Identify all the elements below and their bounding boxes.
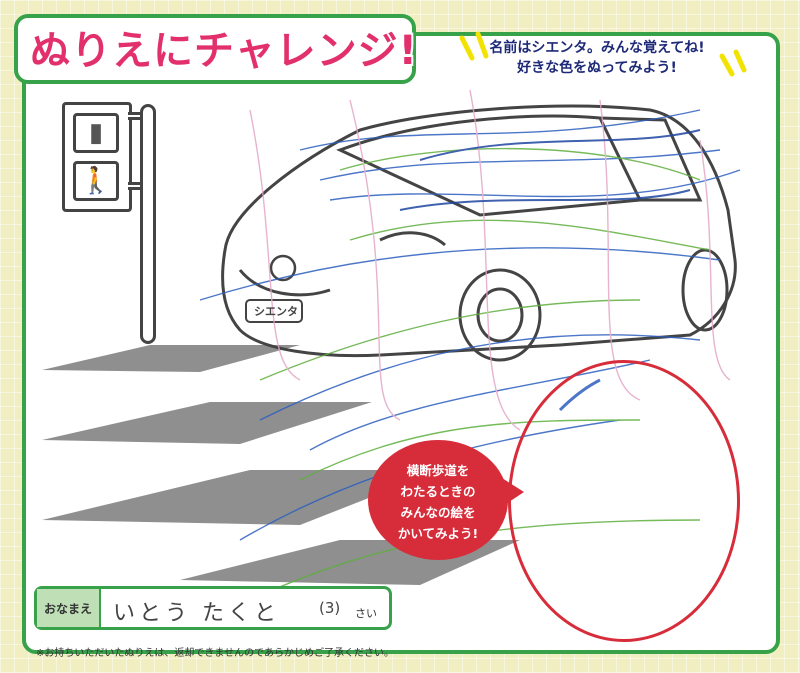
age-unit: さい bbox=[355, 607, 377, 620]
instruction-deco bbox=[459, 31, 747, 77]
traffic-signal: ▮ 🚶 bbox=[62, 102, 132, 212]
walking-person-icon: 🚶 bbox=[73, 161, 119, 201]
title-tab bbox=[14, 14, 416, 84]
callout-line-2: わたるときの bbox=[400, 484, 476, 499]
instruction-line-1: 名前はシエンタ。みんな覚えてね! bbox=[489, 40, 705, 56]
instruction-line-2: 好きな色をぬってみよう! bbox=[517, 60, 677, 76]
standing-person-icon: ▮ bbox=[73, 113, 119, 153]
callout-bubble bbox=[368, 440, 508, 560]
instruction-text: 名前はシエンタ。みんな覚えてね! 好きな色をぬってみよう! bbox=[472, 38, 722, 78]
age-value: (3) bbox=[319, 599, 341, 617]
page-title: ぬりえにチャレンジ! bbox=[30, 28, 418, 74]
callout-text: 横断歩道を わたるときの みんなの絵を かいてみよう! bbox=[378, 460, 498, 544]
name-field[interactable]: おなまえ いとう たくと (3) さい bbox=[34, 586, 392, 630]
name-value: いとう たくと bbox=[113, 601, 280, 626]
callout-line-3: みんなの絵を bbox=[400, 505, 476, 520]
signal-pole bbox=[140, 104, 156, 344]
callout-line-1: 横断歩道を bbox=[406, 463, 470, 478]
footnote: ※お持ちいただいたぬりえは、返却できませんのであらかじめご了承ください。 bbox=[36, 648, 394, 659]
license-plate: シエンタ bbox=[254, 305, 298, 318]
name-label: おなまえ bbox=[37, 589, 101, 627]
callout-line-4: かいてみよう! bbox=[397, 526, 479, 541]
